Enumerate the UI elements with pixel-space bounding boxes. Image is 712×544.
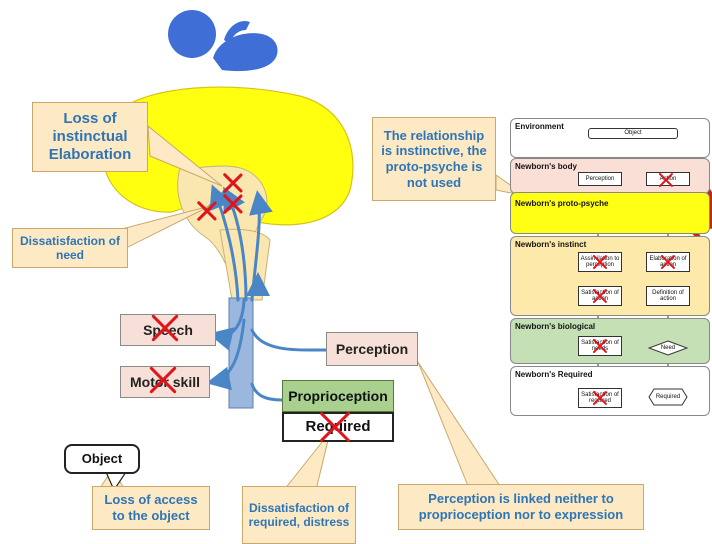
hexagon-shape — [648, 388, 688, 406]
panel-cross-satisfaction-required — [592, 390, 608, 406]
cross-speech — [150, 313, 180, 343]
section-title-required: Newborn's Required — [515, 370, 593, 379]
section-title-biological: Newborn's biological — [515, 322, 596, 331]
proprioception-box: Proprioception — [282, 380, 394, 412]
section-title-body: Newborn's body — [515, 162, 577, 171]
panel-required-label: Required — [655, 393, 681, 400]
cross-need — [196, 200, 218, 222]
panel-object-box: Object — [588, 128, 678, 139]
section-title-protopsyche: Newborn's proto-psyche — [515, 199, 609, 208]
diamond-shape — [648, 340, 688, 356]
brain-cortex — [102, 86, 354, 226]
panel-cross-satisfaction-needs — [592, 338, 608, 354]
panel-need-diamond: Need — [648, 340, 688, 356]
panel-definition-box: Definition of action — [646, 286, 690, 306]
panel-required-hexagon: Required — [648, 388, 688, 406]
perception-box: Perception — [326, 332, 418, 366]
cross-elaboration-2 — [222, 193, 244, 215]
cross-motor-skill — [148, 365, 178, 395]
panel-protopsyche: Newborn's proto-psyche — [510, 192, 710, 234]
baby-icon — [168, 10, 278, 72]
panel-cross-satisfaction-action — [592, 288, 608, 304]
callout-perception-not-linked: Perception is linked neither to proprioc… — [398, 484, 644, 530]
panel-cross-action — [658, 172, 674, 188]
callout-loss-access-object: Loss of access to the object — [92, 486, 210, 530]
callout-loss-instinctual-elaboration: Loss of instinctual Elaboration — [32, 102, 148, 172]
section-title-instinct: Newborn's instinct — [515, 240, 587, 249]
cross-required — [318, 410, 352, 444]
callout-dissatisfaction-need: Dissatisfaction of need — [12, 228, 128, 268]
callout-dissatisfaction-required: Dissatisfaction of required, distress — [242, 486, 356, 544]
panel-cross-elaboration — [660, 254, 676, 270]
cross-elaboration-1 — [222, 172, 244, 194]
panel-biological: Newborn's biological — [510, 318, 710, 364]
section-title-environment: Environment — [515, 122, 564, 131]
object-bubble: Object — [64, 444, 140, 474]
panel-need-label: Need — [660, 344, 676, 351]
panel-perception-box: Perception — [578, 172, 622, 186]
panel-cross-assimilation — [592, 254, 608, 270]
callout-relationship-instinctive: The relationship is instinctive, the pro… — [372, 117, 496, 201]
